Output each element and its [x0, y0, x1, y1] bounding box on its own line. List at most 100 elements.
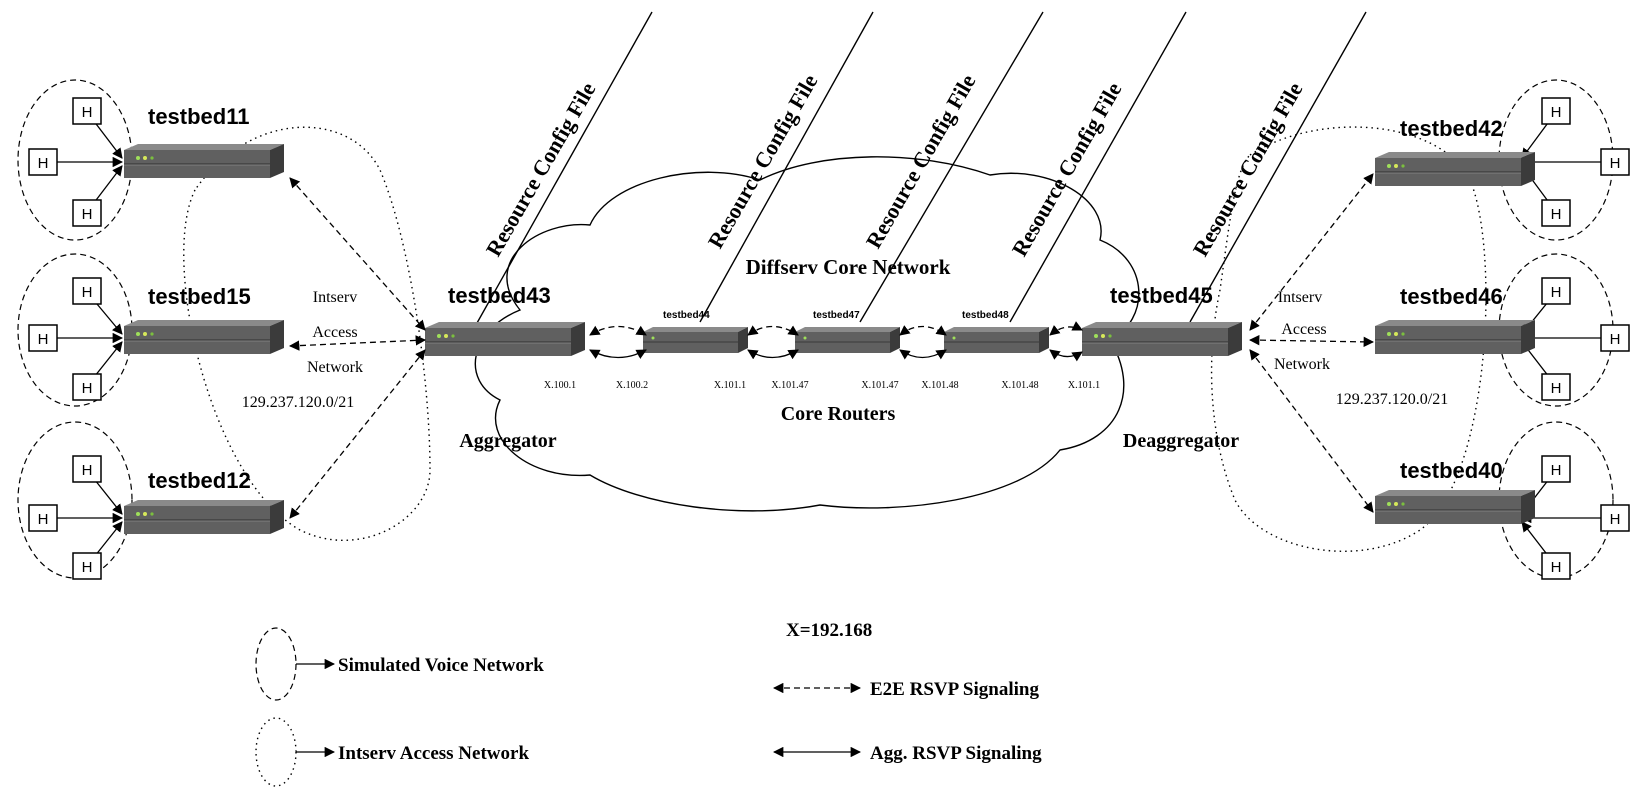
interface-label: X.101.1	[714, 380, 746, 391]
router-testbed44	[642, 326, 749, 354]
host-box: H	[72, 277, 102, 305]
interface-label: X.100.2	[616, 380, 648, 391]
router-testbed15	[123, 319, 285, 355]
router-testbed11	[123, 143, 285, 179]
host-box: H	[1541, 552, 1571, 580]
host-box: H	[1600, 324, 1630, 352]
svg-text:H: H	[82, 104, 93, 121]
host-box: H	[72, 552, 102, 580]
access-label: Network	[1274, 356, 1330, 373]
agg-signaling-links	[589, 349, 1083, 362]
host-box: H	[1600, 148, 1630, 176]
voice-network-ellipse	[17, 421, 133, 579]
router-testbed48	[943, 326, 1050, 354]
legend-intserv-label: Intserv Access Network	[338, 743, 529, 764]
subnet-label: 129.237.120.0/21	[242, 394, 354, 411]
config-label: Resource Config File	[1188, 78, 1308, 261]
e2e-signaling-links	[288, 173, 1375, 519]
access-label: Access	[312, 324, 357, 341]
host-box: H	[1541, 199, 1571, 227]
svg-text:H: H	[1551, 206, 1562, 223]
router-label: testbed11	[148, 104, 250, 129]
legend: Simulated Voice Network Intserv Access N…	[255, 620, 1042, 787]
host-box: H	[1541, 97, 1571, 125]
svg-text:H: H	[1551, 284, 1562, 301]
intserv-access-loop	[183, 126, 431, 541]
access-label: Network	[307, 359, 363, 376]
legend-voice-label: Simulated Voice Network	[338, 655, 544, 676]
svg-text:H: H	[82, 380, 93, 397]
config-line	[476, 11, 653, 324]
interface-label: X.101.1	[1068, 380, 1100, 391]
svg-text:H: H	[38, 155, 49, 172]
x-definition: X=192.168	[786, 620, 872, 641]
router-label: testbed45	[1110, 283, 1213, 308]
host-box: H	[72, 199, 102, 227]
core-network-label: Diffserv Core Network	[746, 255, 951, 279]
deaggregator-label: Deaggregator	[1123, 430, 1239, 452]
access-label: Access	[1281, 321, 1326, 338]
router-label: testbed47	[813, 310, 860, 321]
subnet-label: 129.237.120.0/21	[1336, 391, 1448, 408]
svg-text:H: H	[82, 206, 93, 223]
host-box: H	[72, 455, 102, 483]
host-box: H	[28, 504, 58, 532]
config-label: Resource Config File	[861, 70, 981, 253]
router-label: testbed12	[148, 468, 251, 493]
router-label: testbed46	[1400, 284, 1503, 309]
host-box: H	[1541, 373, 1571, 401]
core-routers-label: Core Routers	[781, 403, 896, 425]
host-box: H	[1600, 504, 1630, 532]
svg-text:H: H	[1610, 331, 1621, 348]
svg-text:H: H	[82, 559, 93, 576]
interface-label: X.100.1	[544, 380, 576, 391]
legend-intserv-symbol	[255, 717, 297, 787]
interface-label: X.101.47	[771, 380, 808, 391]
host-box: H	[72, 97, 102, 125]
legend-agg-label: Agg. RSVP Signaling	[870, 743, 1042, 764]
host-box: H	[28, 148, 58, 176]
svg-text:H: H	[1551, 104, 1562, 121]
interface-label: X.101.48	[1001, 380, 1038, 391]
legend-voice-symbol	[255, 627, 297, 701]
aggregator-label: Aggregator	[459, 430, 556, 452]
config-line	[859, 11, 1044, 323]
router-testbed46	[1374, 319, 1536, 355]
router-testbed12	[123, 499, 285, 535]
host-box: H	[1541, 455, 1571, 483]
host-box: H	[1541, 277, 1571, 305]
svg-text:H: H	[1551, 462, 1562, 479]
host-links-left	[57, 111, 124, 567]
router-testbed42	[1374, 151, 1536, 187]
config-label: Resource Config File	[703, 70, 823, 253]
config-line	[1189, 11, 1367, 323]
router-testbed45	[1081, 321, 1243, 357]
router-testbed47	[794, 326, 901, 354]
svg-text:H: H	[82, 284, 93, 301]
access-label: Intserv	[313, 289, 357, 306]
intserv-access-loop	[1210, 126, 1487, 552]
router-label: testbed48	[962, 310, 1009, 321]
config-label: Resource Config File	[1007, 78, 1127, 261]
router-testbed40	[1374, 489, 1536, 525]
svg-text:H: H	[38, 511, 49, 528]
svg-text:H: H	[82, 462, 93, 479]
router-label: testbed15	[148, 284, 251, 309]
host-box: H	[72, 373, 102, 401]
router-label: testbed40	[1400, 458, 1503, 483]
interface-label: X.101.47	[861, 380, 898, 391]
host-box: H	[28, 324, 58, 352]
interface-label: X.101.48	[921, 380, 958, 391]
svg-text:H: H	[1610, 155, 1621, 172]
svg-text:H: H	[1551, 559, 1562, 576]
router-label: testbed43	[448, 283, 551, 308]
router-label: testbed42	[1400, 116, 1503, 141]
svg-text:H: H	[1610, 511, 1621, 528]
router-testbed43	[424, 321, 586, 357]
access-label: Intserv	[1278, 289, 1322, 306]
config-line	[699, 11, 874, 323]
svg-text:H: H	[38, 331, 49, 348]
config-line	[1009, 11, 1187, 323]
legend-e2e-label: E2E RSVP Signaling	[870, 679, 1039, 700]
